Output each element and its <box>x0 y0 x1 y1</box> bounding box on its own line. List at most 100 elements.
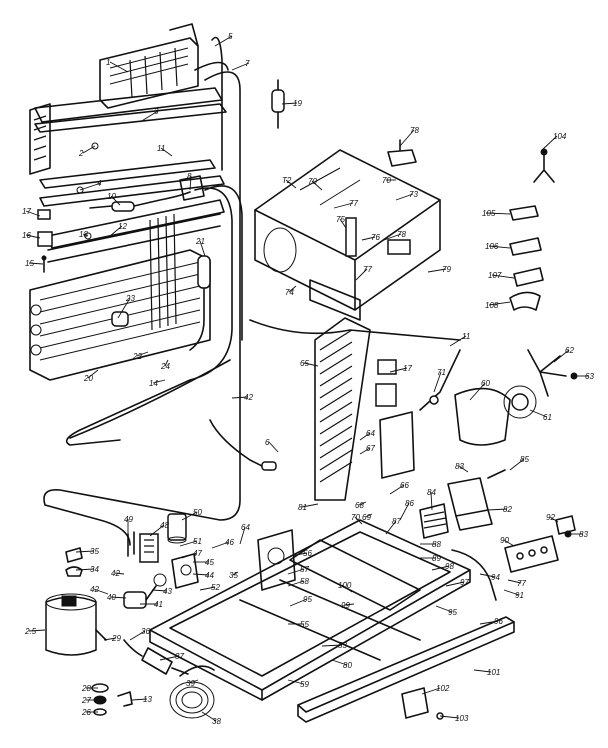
leader-line-c23 <box>117 297 131 319</box>
leader-line-c62 <box>553 349 570 363</box>
callout-c43: 43 <box>163 587 172 596</box>
leader-line-c17 <box>25 210 41 217</box>
callout-c75: 75 <box>336 215 345 224</box>
leader-line-c7 <box>231 62 250 71</box>
leader-line-c1 <box>109 61 129 73</box>
leader-line-c35b <box>232 571 239 576</box>
callout-c8: 8 <box>187 172 192 181</box>
leader-line-c78b <box>383 233 402 241</box>
leader-line-c43 <box>151 589 168 592</box>
leader-line-c18 <box>82 233 89 237</box>
callout-c3: 3 <box>154 107 159 116</box>
callout-c17: 17 <box>22 207 31 216</box>
callout-c92: 92 <box>546 513 555 522</box>
callout-c16: 16 <box>22 231 31 240</box>
callout-c70c: 70 <box>351 513 360 522</box>
leader-line-c86 <box>399 502 410 521</box>
leader-line-c87 <box>385 520 397 535</box>
part-5-thermostat-bulb <box>209 419 277 471</box>
callout-c87: 87 <box>392 517 401 526</box>
callout-c84: 84 <box>427 488 436 497</box>
callout-c78b: 78 <box>397 230 406 239</box>
part-96-rail <box>297 616 515 723</box>
callout-c72: T2 <box>282 176 292 185</box>
leader-line-c20 <box>87 369 99 379</box>
callout-c7: 7 <box>245 59 250 68</box>
callout-c5: 5 <box>228 32 233 41</box>
callout-c52: 52 <box>211 583 220 592</box>
callout-c99: 99 <box>341 601 350 610</box>
leader-line-c51 <box>179 540 198 547</box>
callout-c73: 73 <box>409 190 418 199</box>
leader-line-c25 <box>28 629 46 632</box>
leader-line-c22 <box>136 351 149 357</box>
callout-c42: 42 <box>90 585 99 594</box>
leader-line-c95b <box>435 605 453 613</box>
leader-line-c70c <box>354 516 363 525</box>
callout-c70: 70 <box>308 177 317 186</box>
leader-line-c58 <box>287 580 305 587</box>
leader-line-c69 <box>365 513 373 518</box>
leader-line-c80 <box>331 659 348 666</box>
callout-c68: 68 <box>355 501 364 510</box>
callout-c24: 24 <box>160 362 170 371</box>
callout-c17b: 17 <box>403 364 412 373</box>
leader-line-c75 <box>339 218 347 229</box>
callout-c89: 89 <box>432 554 441 563</box>
leader-line-c12 <box>109 225 123 237</box>
leader-line-c70 <box>311 180 323 191</box>
callout-c78: 78 <box>410 126 419 135</box>
leader-line-c37 <box>159 655 180 661</box>
callout-c69: 69 <box>362 513 371 522</box>
callout-c56: 56 <box>303 549 312 558</box>
leader-line-c6 <box>268 441 279 453</box>
callout-c62: 62 <box>565 346 574 355</box>
leader-line-c77c <box>507 579 522 584</box>
callout-c2: 2 <box>78 149 84 158</box>
leader-line-c44 <box>192 573 210 576</box>
callout-c98: 98 <box>445 562 454 571</box>
callout-c107: 107 <box>488 271 502 280</box>
callout-c85: 85 <box>520 455 529 464</box>
leader-line-c65 <box>303 362 319 367</box>
callout-c77c: 77 <box>517 579 526 588</box>
leader-line-c84 <box>430 491 433 511</box>
part-78-clip <box>387 139 417 167</box>
callout-c63: 63 <box>585 372 594 381</box>
callout-c4: 4 <box>97 179 102 188</box>
part-50-canister <box>167 513 187 544</box>
callout-c26: 26 <box>81 708 91 717</box>
leader-line-c79 <box>427 268 447 273</box>
callout-c28: 28 <box>81 684 91 693</box>
leader-line-c16 <box>25 234 41 239</box>
callout-c79: 79 <box>442 265 451 274</box>
leader-line-c13 <box>131 698 148 701</box>
callout-c38: 38 <box>212 717 221 726</box>
callout-c35b: 35 <box>229 571 238 580</box>
leader-line-c108 <box>488 301 511 306</box>
part-82-transformer <box>447 469 506 531</box>
callout-c103: 103 <box>455 714 469 723</box>
leader-line-c29 <box>103 637 117 641</box>
leader-line-c5 <box>214 35 233 47</box>
callout-c11: 11 <box>157 144 165 153</box>
callout-c45: 45 <box>205 558 214 567</box>
callout-c82: 82 <box>503 505 512 514</box>
part-90-terminal-strip <box>451 535 559 601</box>
callout-c77b: 77 <box>363 265 372 274</box>
leader-line-c11b <box>449 335 467 347</box>
leader-line-c91 <box>503 589 520 596</box>
leader-line-c106 <box>488 245 511 249</box>
callout-c39: 39 <box>186 679 195 688</box>
leader-line-c3 <box>139 110 159 123</box>
leader-line-c74 <box>288 285 297 293</box>
leader-line-c99 <box>344 603 355 606</box>
part-10-valve <box>89 175 205 212</box>
leader-line-c42 <box>93 588 109 595</box>
callout-c80: 80 <box>343 661 352 670</box>
part-small-fittings-left <box>37 209 129 327</box>
leader-line-c42b <box>231 396 249 399</box>
callout-c10: 10 <box>107 192 116 201</box>
callout-c36: 36 <box>141 627 150 636</box>
